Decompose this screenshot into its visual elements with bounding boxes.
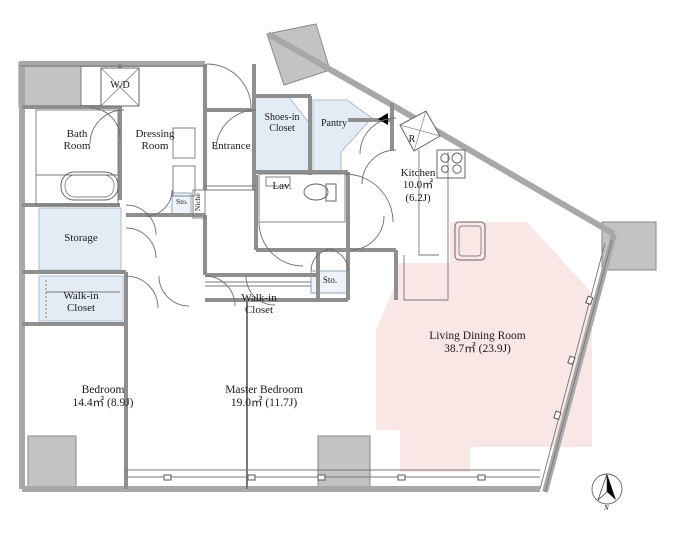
storage-fill <box>38 207 122 271</box>
column-bottom-left <box>27 435 77 489</box>
door-swing-arcs <box>89 63 397 309</box>
washer-dryer-icon <box>100 67 140 107</box>
thin-detail-lines <box>19 65 613 493</box>
living-dining-fill <box>376 222 592 472</box>
fixtures-group <box>60 67 486 261</box>
pantry-fill <box>312 99 373 173</box>
kitchen-sink-icon <box>454 221 486 261</box>
compass-north-label: N <box>604 504 609 512</box>
stove-icon <box>436 149 466 179</box>
walk-in-closet-1-fill <box>38 275 124 322</box>
window-mullions <box>163 295 594 481</box>
column-top-left <box>18 62 82 108</box>
north-arrow-icon <box>591 473 623 505</box>
shoes-in-closet-fill <box>253 95 311 173</box>
column-bottom-mid <box>317 435 371 489</box>
bathtub-icon <box>60 171 119 201</box>
toilet-icon <box>303 183 337 202</box>
refrigerator-icon <box>399 110 441 152</box>
entry-direction-arrow-icon <box>378 113 388 125</box>
